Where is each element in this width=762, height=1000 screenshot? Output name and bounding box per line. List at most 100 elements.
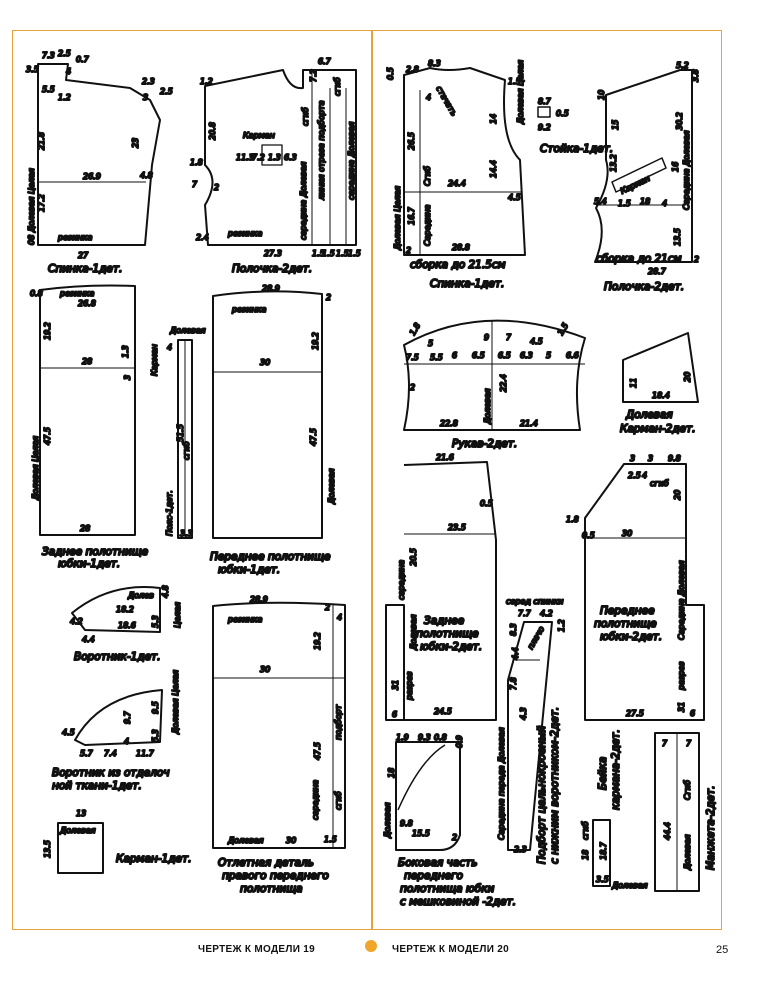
center-label: середина: [397, 560, 406, 600]
dim: 1.2: [58, 93, 71, 102]
dim: 2.3: [514, 845, 527, 854]
footer-model-20: ЧЕРТЕЖ К МОДЕЛИ 20: [392, 944, 509, 955]
elastic-label: резинка: [57, 233, 93, 242]
dim: 5.4: [594, 197, 607, 206]
dim: 7.5: [406, 353, 419, 362]
dim: 2: [452, 833, 457, 842]
dim: 47.5: [309, 428, 318, 446]
dim: 2.4: [196, 233, 209, 242]
dim: 31: [677, 702, 686, 712]
center-label: середина Долевая: [347, 121, 356, 200]
grain-label: Долевая Целая: [393, 186, 402, 251]
piece-front-19: 6.7 1.2 7.2 20.8 11.3 7.2 1.3 6.3 1.8 7 …: [189, 56, 362, 276]
dim: 20.5: [409, 548, 418, 566]
elastic-label: резинка: [227, 615, 263, 624]
dim: 5.5: [430, 353, 443, 362]
dim: 18.7: [599, 841, 608, 860]
dim: 1.8: [190, 158, 203, 167]
grain-label: 08 Долевая Целая: [27, 168, 36, 245]
dim: 4: [426, 93, 431, 102]
dim: 20: [673, 490, 682, 500]
dim: 28.8: [452, 243, 470, 252]
caption: Воротник из отделоч: [52, 767, 170, 779]
caption: Переднее полотнище: [210, 551, 330, 563]
dim: 3: [123, 375, 132, 380]
piece-facing-20: серед спинки 7.7 4.2 1.2 8.3 4.4 7.8 4.3…: [496, 596, 567, 865]
dim: 14.4: [489, 160, 498, 178]
grain-label: Долевая: [383, 802, 392, 839]
caption: юбки-1дет.: [58, 558, 120, 570]
dim: 4.2: [70, 617, 83, 626]
piece-front-20: 5.2 3.8 15 30.2 13.2 16 5.4 1.5 18 4 13.…: [593, 60, 701, 294]
dim: 9.3: [418, 733, 431, 742]
dim: 1.9: [396, 733, 409, 742]
dim: 1.3: [121, 345, 130, 358]
caption: Спинка-1дет.: [430, 278, 504, 290]
dim: 7.2: [252, 153, 265, 162]
fold-label: сгиб: [333, 77, 342, 96]
dim: 4.5: [530, 337, 543, 346]
dim: 1.5: [336, 249, 349, 258]
dim: 1.5: [618, 199, 631, 208]
piece-back-19: 7.3 2.5 0.7 3.5 4 5.5 1.2 2.3 3 2.5 21.8…: [25, 48, 174, 276]
dim: 28.9: [262, 284, 280, 293]
dim: 18: [387, 768, 396, 778]
dim: 23: [131, 138, 140, 148]
page-divider: [371, 30, 373, 930]
dim: 24.4: [448, 179, 466, 188]
dim: 5.3: [151, 615, 160, 628]
dim: 4.2: [540, 609, 553, 618]
dim: 23.5: [448, 523, 466, 532]
piece-frontskirt-19: 28.9 2 19.2 30 47.5 резинка Долевая Пере…: [209, 283, 337, 577]
dim: 28: [82, 357, 92, 366]
caption: полотнище: [594, 618, 657, 630]
dim: 9.7: [123, 710, 132, 724]
piece-collarstand-20: 8.7 9.2 0.5 Долевая Целая Стойка-1дет.: [515, 59, 614, 156]
piece-collar-19b: 4.5 5.7 7.4 4 11.7 9.7 9.5 5.3 Долевая Ц…: [51, 669, 181, 793]
dim: 7.4: [104, 749, 117, 758]
dim: 19.2: [313, 632, 322, 650]
dim: 13.5: [43, 840, 52, 858]
caption: Пояс-1дет.: [165, 490, 174, 536]
dim: 4: [642, 471, 647, 480]
caption: Полочка-2дет.: [232, 263, 312, 275]
center-label: середина Долевая: [299, 161, 308, 240]
dim: 11: [629, 378, 638, 388]
dim: 3: [648, 454, 653, 463]
dim: 6.3: [284, 153, 297, 162]
fold-label: сгиб: [301, 107, 310, 126]
piece-cuff-20: 7 7 44.4 Долевая Сгиб Манжета-2дет.: [654, 732, 718, 892]
dim: 4.4: [82, 635, 95, 644]
dim: 1.5: [324, 835, 337, 844]
dim: 2: [410, 383, 415, 392]
dim: 4: [124, 737, 129, 746]
dim: 5.2: [676, 61, 689, 70]
dim: 6: [690, 709, 695, 718]
dim: 0.5: [582, 531, 595, 540]
page-number: 25: [716, 944, 729, 956]
piece-binding-20: 18 сгиб 18.7 3.5 Долевая Бейка кармана-2…: [580, 728, 649, 891]
caption: Спинка-1дет.: [48, 263, 122, 275]
fold-label: сгиб: [334, 791, 343, 810]
dim: 18.4: [652, 391, 670, 400]
grain-label: Долевая: [611, 881, 648, 890]
dim: 31: [391, 680, 400, 690]
dim: 11.7: [136, 749, 155, 758]
caption: Отлетная деталь: [218, 857, 314, 869]
dim: 9.8: [400, 819, 413, 828]
dim: 4.8: [140, 171, 153, 180]
dim: 0.5: [556, 109, 569, 118]
dim: 6.7: [318, 57, 332, 66]
dim: 6.6: [566, 351, 579, 360]
dim: 1.5: [348, 249, 361, 258]
dim: 6: [392, 710, 397, 719]
caption: Заднее полотнище: [42, 546, 148, 558]
dim: 44.4: [663, 822, 672, 840]
dim: 9.8: [668, 454, 681, 463]
dim: 2: [694, 255, 699, 264]
caption: с нижним воротником-2дет.: [549, 707, 561, 864]
dim: 0.8: [434, 733, 447, 742]
dim: 7: [506, 333, 512, 342]
caption: юбки-1дет.: [218, 564, 280, 576]
